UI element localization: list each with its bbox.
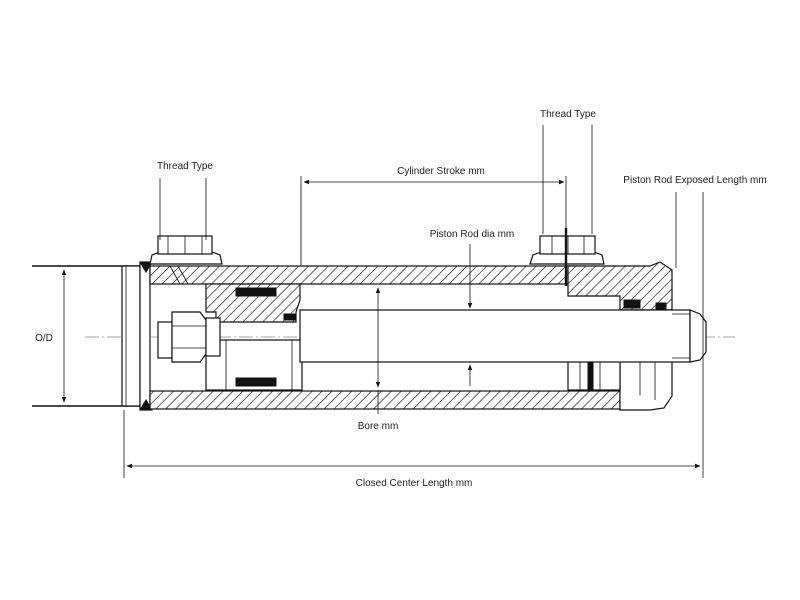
cylinder-barrel <box>149 265 621 410</box>
port-boss-left <box>149 235 223 285</box>
dim-closed-center-length <box>123 410 701 478</box>
piston <box>205 283 303 391</box>
port-boss-right <box>529 228 605 286</box>
label-thread-type-left: Thread Type <box>157 161 213 172</box>
label-bore: Bore mm <box>358 421 399 432</box>
dim-thread-type-left <box>159 178 207 240</box>
end-cap <box>121 261 153 411</box>
label-piston-rod-dia: Piston Rod dia mm <box>430 229 514 240</box>
label-outer-diameter: O/D <box>35 333 53 344</box>
piston-rod <box>299 309 707 363</box>
piston-nut <box>157 311 221 363</box>
dim-cylinder-stroke <box>300 176 567 266</box>
dim-thread-type-right <box>542 125 593 234</box>
label-piston-rod-exposed-length: Piston Rod Exposed Length mm <box>623 175 766 186</box>
label-thread-type-right: Thread Type <box>540 109 596 120</box>
dim-piston-rod-exposed <box>675 192 704 478</box>
label-closed-center-length: Closed Center Length mm <box>356 478 473 489</box>
label-cylinder-stroke: Cylinder Stroke mm <box>397 166 485 177</box>
